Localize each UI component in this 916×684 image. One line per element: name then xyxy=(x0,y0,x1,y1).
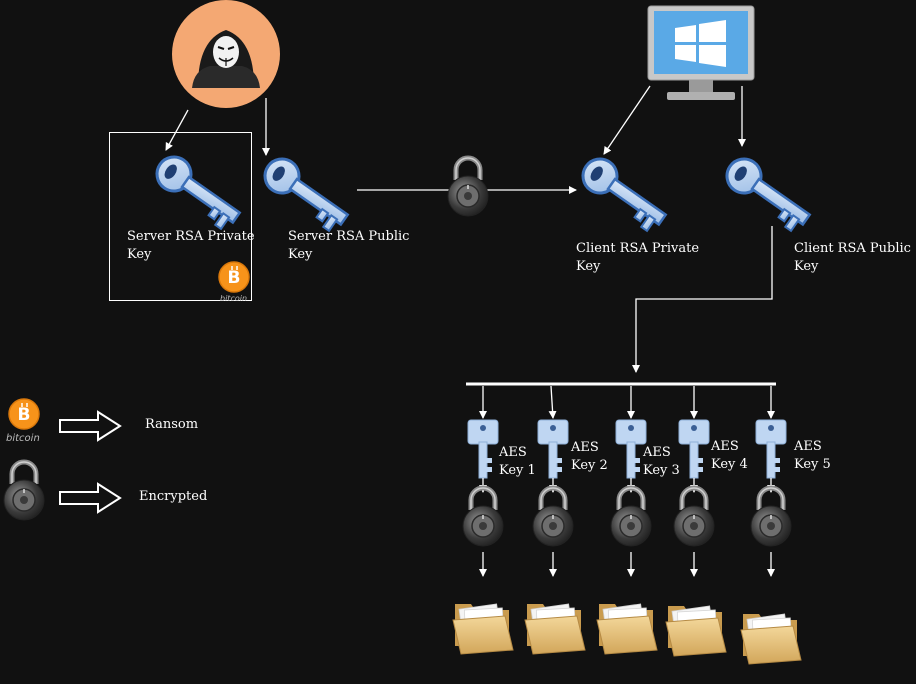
legend-lock-icon xyxy=(4,462,44,520)
aes-key-3-label: AES Key 3 xyxy=(643,445,680,478)
legend-bitcoin-icon xyxy=(8,398,40,430)
aes-key-3-icon xyxy=(615,419,647,479)
client-private-key-label: Client RSA Private Key xyxy=(576,241,700,274)
aes-key-5-icon xyxy=(755,419,787,479)
legend-ransom-label: Ransom xyxy=(145,417,199,432)
client-public-key-label: Client RSA Public Key xyxy=(794,241,911,274)
aes-lock-3-icon xyxy=(611,488,651,546)
encrypted-folder-5-icon xyxy=(740,613,802,665)
aes-key-5-label: AES Key 5 xyxy=(794,439,831,472)
aes-key-2-icon xyxy=(537,419,569,479)
legend-encrypted-arrow xyxy=(59,483,121,513)
arrow-bus-to-aes-key-2 xyxy=(548,385,557,419)
server-public-key-icon xyxy=(256,150,356,236)
aes-key-2-label: AES Key 2 xyxy=(571,440,608,473)
aes-key-4-icon xyxy=(678,419,710,479)
server-private-key-label: Server RSA Private Key xyxy=(127,229,255,262)
aes-key-1-icon xyxy=(467,419,499,479)
aes-key-1-label: AES Key 1 xyxy=(499,445,536,478)
aes-lock-2-icon xyxy=(533,488,573,546)
arrow-attacker-to-private xyxy=(165,109,189,151)
aes-lock-4-icon xyxy=(674,488,714,546)
windows-computer-icon xyxy=(647,5,755,100)
legend-ransom-arrow xyxy=(59,411,121,441)
server-public-key-label: Server RSA Public Key xyxy=(288,229,410,262)
attacker-icon xyxy=(172,0,280,108)
encrypted-folder-4-icon xyxy=(665,605,727,657)
lock-icon xyxy=(448,158,488,216)
aes-key-4-label: AES Key 4 xyxy=(711,439,748,472)
aes-lock-1-icon xyxy=(463,488,503,546)
encrypted-folder-3-icon xyxy=(596,603,658,655)
encrypted-folder-1-icon xyxy=(452,603,514,655)
legend-bitcoin-logo-text: bitcoin xyxy=(6,433,40,444)
encrypted-folder-2-icon xyxy=(524,603,586,655)
legend-encrypted-label: Encrypted xyxy=(139,489,208,504)
client-private-key-icon xyxy=(574,150,674,236)
server-private-key-box xyxy=(109,132,252,301)
arrow-client-public-to-aes xyxy=(632,226,773,373)
aes-lock-5-icon xyxy=(751,488,791,546)
client-public-key-icon xyxy=(718,150,818,236)
bitcoin-logo-text: bitcoin xyxy=(220,294,248,303)
arrow-computer-to-client-private xyxy=(603,85,651,155)
